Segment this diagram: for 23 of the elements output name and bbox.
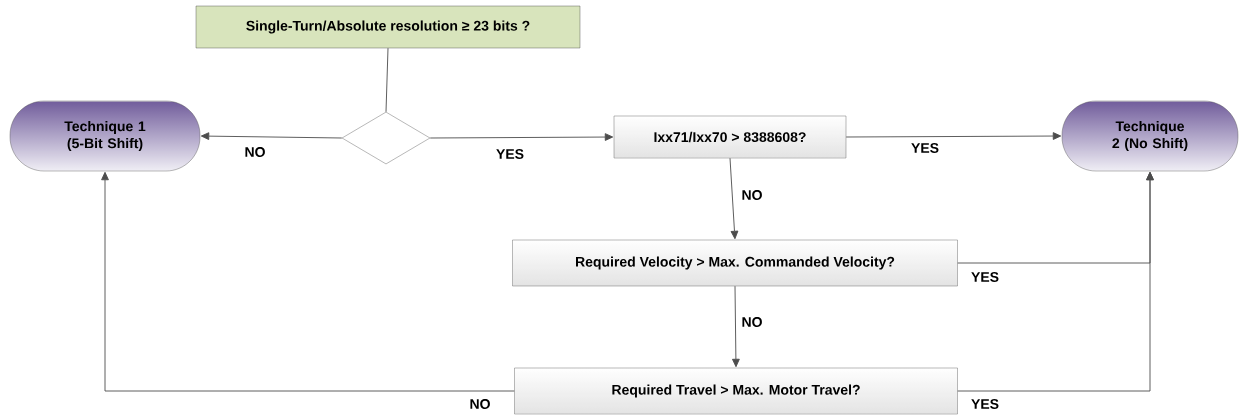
edge-label: NO xyxy=(468,398,492,410)
edge-label: YES xyxy=(910,142,940,154)
arrow xyxy=(429,133,614,141)
edge-label: NO xyxy=(740,316,764,328)
terminator-box: Technique 2 (No Shift) xyxy=(1061,100,1239,172)
edge-label: NO xyxy=(740,189,764,201)
arrow xyxy=(957,171,1154,392)
terminator-box: Technique 1 (5-Bit Shift) xyxy=(9,100,201,172)
arrow xyxy=(101,171,515,392)
connector-line xyxy=(385,47,389,113)
arrow xyxy=(200,132,343,140)
question-box: Single-Turn/Absolute resolution ≥ 23 bits ? xyxy=(195,5,581,49)
arrow xyxy=(729,157,739,240)
edge-label: NO xyxy=(243,146,267,158)
edge-label: YES xyxy=(970,398,1000,410)
edge-label: YES xyxy=(495,148,525,160)
arrow xyxy=(845,132,1062,140)
decision-box: Required Velocity > Max. Commanded Velocity? xyxy=(512,239,958,287)
edge-label: YES xyxy=(970,271,1000,283)
decision-box: Ixx71/Ixx70 > 8388608? xyxy=(613,115,847,159)
arrow xyxy=(732,285,740,368)
decision-box: Required Travel > Max. Motor Travel? xyxy=(514,367,958,415)
decision-diamond xyxy=(341,111,431,165)
